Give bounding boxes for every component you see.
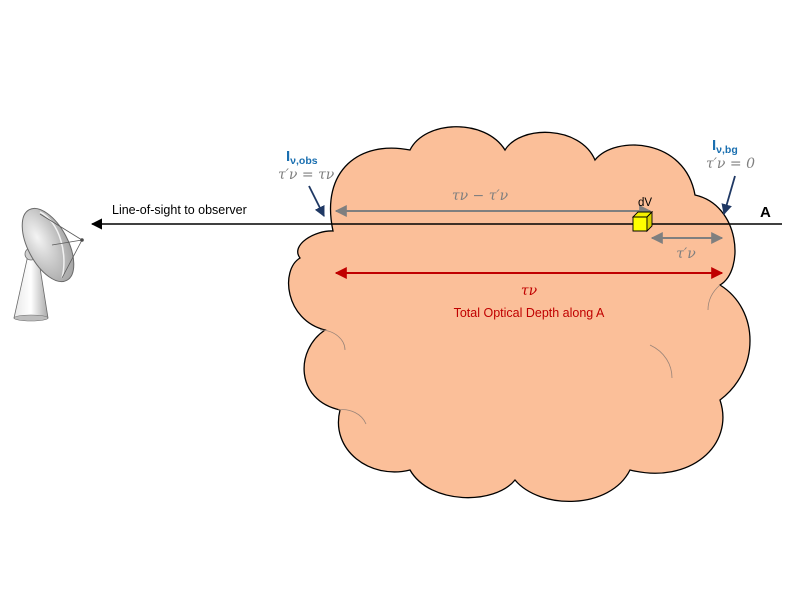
total-optical-depth-label: Total Optical Depth along A <box>454 306 605 320</box>
telescope-dish-inner <box>39 211 65 279</box>
radio-telescope-icon <box>13 207 84 322</box>
background-intensity-group: Iν,bg τ′ν = 0 <box>706 137 755 216</box>
cloud-fold <box>319 329 346 351</box>
tau-prime-span: τ′ν <box>650 232 724 262</box>
observed-intensity-group: Iν,obs τ′ν = τν <box>278 148 335 217</box>
observed-tau-condition: τ′ν = τν <box>278 167 335 183</box>
line-of-sight-label: Line-of-sight to observer <box>112 203 247 217</box>
cloud-fold <box>337 409 367 425</box>
background-pointer-arrow <box>721 175 736 216</box>
telescope-feed <box>80 238 84 242</box>
total-optical-depth-span: τν Total Optical Depth along A <box>334 267 724 320</box>
telescope-base-foot <box>13 314 49 322</box>
observed-intensity-label: Iν,obs <box>286 148 318 167</box>
volume-element-label: dV <box>638 197 652 209</box>
tau-difference-span: τν − τ′ν <box>334 188 652 217</box>
telescope-feed-strut <box>61 239 83 279</box>
cube-icon <box>632 216 648 232</box>
tau-prime-label: τ′ν <box>676 246 696 262</box>
tau-difference-label: τν − τ′ν <box>452 188 509 204</box>
cloud-fold <box>649 344 673 379</box>
telescope-dish <box>21 207 75 283</box>
cube-side-face <box>646 210 653 233</box>
telescope-feed-strut <box>39 213 83 241</box>
telescope-feed-strut <box>51 239 83 246</box>
total-tau-label: τν <box>521 283 538 299</box>
cloud-fold <box>707 284 721 311</box>
background-intensity-label: Iν,bg <box>712 137 738 156</box>
point-a-label: A <box>760 204 771 221</box>
observed-pointer-arrow <box>308 185 325 217</box>
background-tau-condition: τ′ν = 0 <box>706 156 755 172</box>
volume-element-cube: dV <box>631 197 654 233</box>
